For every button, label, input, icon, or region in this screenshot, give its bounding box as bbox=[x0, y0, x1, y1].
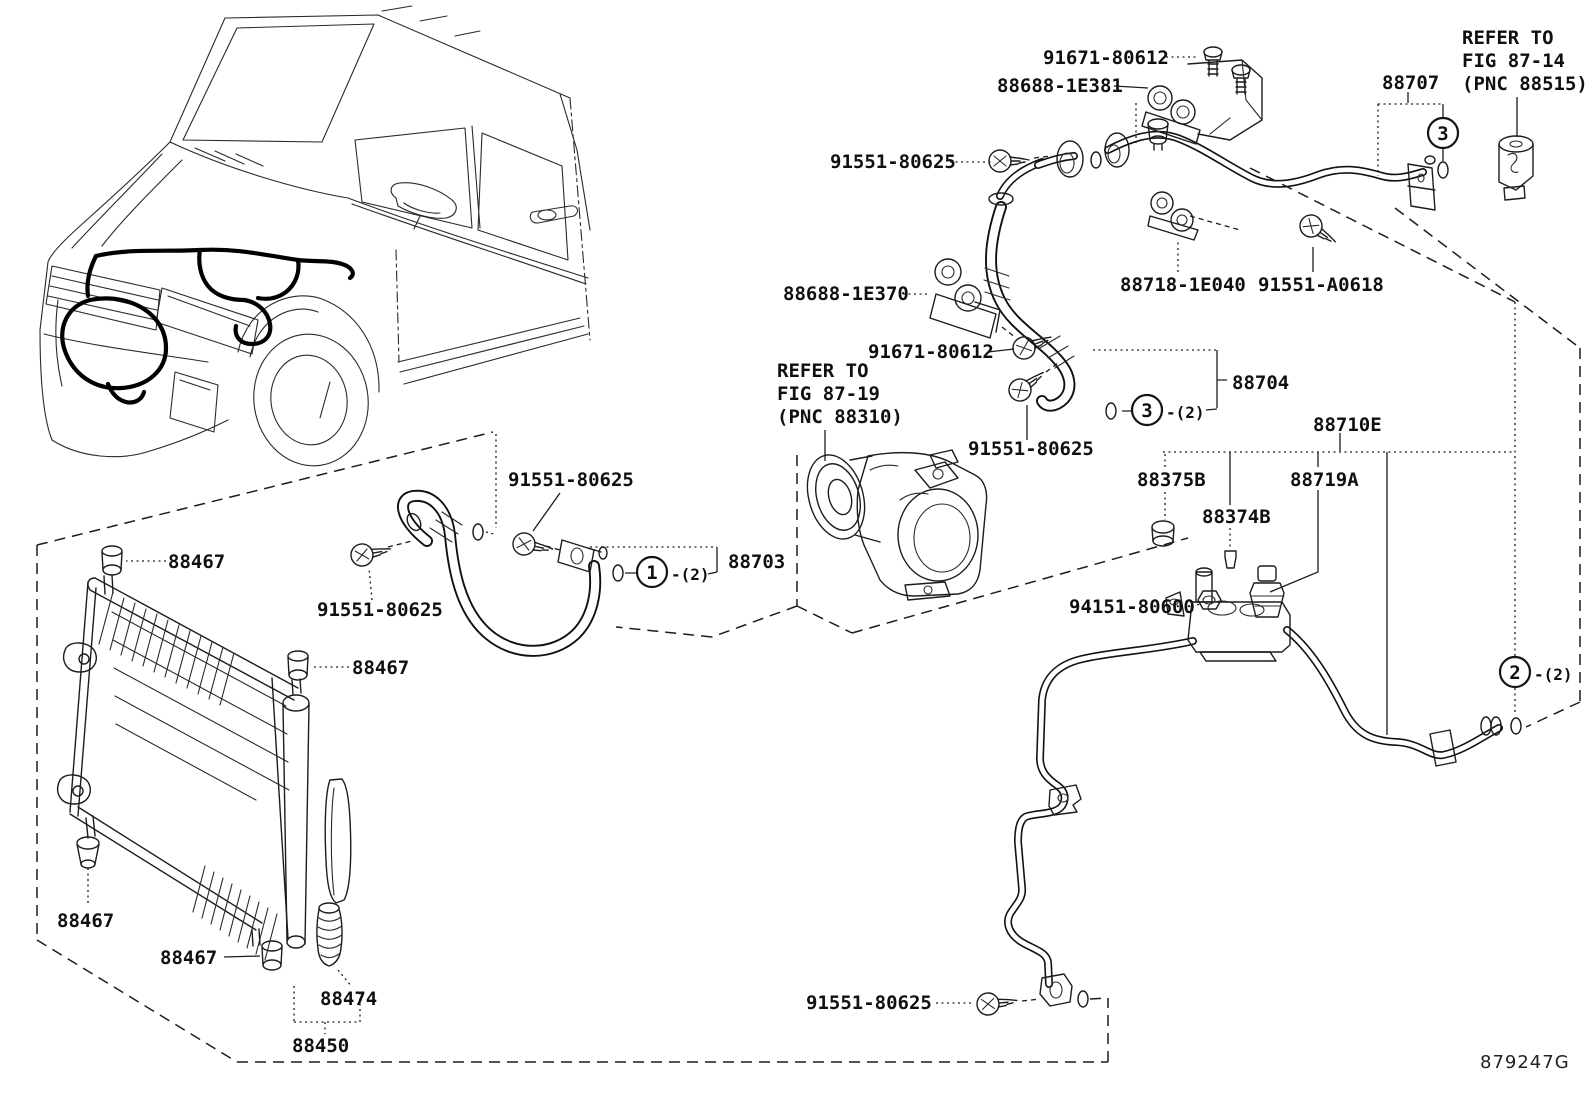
suction-hose-88703 bbox=[397, 489, 608, 657]
callout-2-number: 2 bbox=[1509, 662, 1520, 684]
pressure-sensor bbox=[1249, 565, 1285, 618]
callout-1-qty: -(2) bbox=[671, 565, 710, 584]
label-clamp-1e381: 88688-1E381 bbox=[997, 75, 1123, 97]
ref1-line2: FIG 87-14 bbox=[1462, 50, 1565, 72]
callout-3-hose: 3 -(2) bbox=[1130, 393, 1205, 427]
pipe-clamp-blocks bbox=[1056, 132, 1130, 178]
vehicle-illustration bbox=[39, 5, 591, 467]
o-ring-hose703b bbox=[472, 523, 484, 541]
label-hose-88703: 88703 bbox=[728, 551, 785, 573]
label-grommet-88375b: 88375B bbox=[1137, 469, 1206, 491]
pipe-clamp-1e381 bbox=[1141, 59, 1263, 145]
callout-2: 2 -(2) bbox=[1498, 655, 1573, 689]
liquid-pipe-88710e bbox=[1004, 520, 1503, 1007]
callout-1-number: 1 bbox=[646, 562, 657, 584]
ref2-line3: (PNC 88310) bbox=[777, 406, 903, 428]
ref1-line1: REFER TO bbox=[1462, 27, 1554, 49]
label-screw-91671-top: 91671-80612 bbox=[1043, 47, 1169, 69]
grommet-bottom-left bbox=[76, 836, 100, 869]
label-pipe-88710e: 88710E bbox=[1313, 414, 1382, 436]
label-grommet-d: 88467 bbox=[160, 947, 217, 969]
door-handle bbox=[529, 205, 579, 224]
valve-core bbox=[1224, 550, 1237, 569]
o-ring-hose703 bbox=[612, 564, 624, 582]
pipe-grommet bbox=[1151, 520, 1175, 547]
sensor-nut bbox=[1197, 590, 1222, 610]
label-condenser-88450: 88450 bbox=[292, 1035, 349, 1057]
o-ring-hose704 bbox=[1105, 402, 1117, 420]
bolt-91551-cond bbox=[348, 538, 394, 569]
suction-pipe-88707 bbox=[1034, 118, 1436, 211]
label-bolt-91551-mid: 91551-80625 bbox=[968, 438, 1094, 460]
label-hose-88704: 88704 bbox=[1232, 372, 1289, 394]
construction-lines bbox=[36, 103, 1581, 1063]
bolt-91551-hose bbox=[510, 530, 556, 562]
screw-91671-b bbox=[1231, 64, 1251, 95]
figure-reference-1: REFER TO FIG 87-14 (PNC 88515) bbox=[1462, 27, 1588, 95]
label-bolt-91551-cond: 91551-80625 bbox=[317, 599, 443, 621]
label-screw-91671-mid: 91671-80612 bbox=[868, 341, 994, 363]
label-valve-88374b: 88374B bbox=[1202, 506, 1271, 528]
label-clamp-1e370: 88688-1E370 bbox=[783, 283, 909, 305]
callout-3-pipe-number: 3 bbox=[1437, 123, 1448, 145]
o-ring-pipe707 bbox=[1437, 161, 1449, 179]
pipe-clamp-1e040 bbox=[1147, 191, 1199, 241]
label-grommet-c: 88467 bbox=[57, 910, 114, 932]
figure-reference-2: REFER TO FIG 87-19 (PNC 88310) bbox=[777, 360, 903, 428]
o-ring-liquid bbox=[1510, 717, 1522, 735]
label-bolt-91551-hose: 91551-80625 bbox=[508, 469, 634, 491]
bolt-91551-bottom bbox=[975, 989, 1019, 1017]
leader-lines bbox=[87, 56, 1518, 1034]
callout-1: 1 -(2) bbox=[635, 555, 710, 589]
junction-block bbox=[1165, 567, 1291, 662]
pipe-end-bracket bbox=[1407, 155, 1436, 211]
label-bolt-91551-bottom: 91551-80625 bbox=[806, 992, 932, 1014]
grommet-top bbox=[101, 545, 123, 576]
ref2-line2: FIG 87-19 bbox=[777, 383, 880, 405]
drawing-code: 879247G bbox=[1480, 1052, 1570, 1073]
part-labels: 91671-80612 88688-1E381 91551-80625 8870… bbox=[57, 47, 1439, 1057]
callout-3-hose-number: 3 bbox=[1141, 400, 1152, 422]
headlight bbox=[155, 287, 259, 355]
label-clamp-1e040: 88718-1E040 bbox=[1120, 274, 1246, 296]
condenser-assembly bbox=[56, 545, 352, 971]
label-grommet-a: 88467 bbox=[168, 551, 225, 573]
callout-2-qty: -(2) bbox=[1534, 665, 1573, 684]
label-bolt-91551-top: 91551-80625 bbox=[830, 151, 956, 173]
grommet-right bbox=[287, 650, 309, 681]
pipe-clamp-1e370 bbox=[929, 258, 1001, 339]
drier-cartridge bbox=[316, 902, 343, 967]
callout-3-pipe: 3 bbox=[1426, 116, 1460, 150]
label-drier-88474: 88474 bbox=[320, 988, 377, 1010]
grommet-bottom bbox=[261, 940, 283, 971]
bolt-a0618 bbox=[1294, 209, 1342, 253]
label-bolt-a0618: 91551-A0618 bbox=[1258, 274, 1384, 296]
ref2-line1: REFER TO bbox=[777, 360, 869, 382]
label-sensor-88719a: 88719A bbox=[1290, 469, 1359, 491]
ac-piping-highlight bbox=[60, 247, 355, 405]
label-pipe-88707: 88707 bbox=[1382, 72, 1439, 94]
o-ring-bottom bbox=[1077, 990, 1089, 1008]
callout-3-hose-qty: -(2) bbox=[1166, 403, 1205, 422]
label-nut-94151: 94151-80600 bbox=[1069, 596, 1195, 618]
ref1-line3: (PNC 88515) bbox=[1462, 73, 1588, 95]
discharge-hose-88704 bbox=[983, 158, 1076, 412]
front-wheel bbox=[237, 295, 380, 467]
expansion-valve bbox=[1498, 135, 1534, 201]
compressor bbox=[806, 449, 988, 601]
label-grommet-b: 88467 bbox=[352, 657, 409, 679]
